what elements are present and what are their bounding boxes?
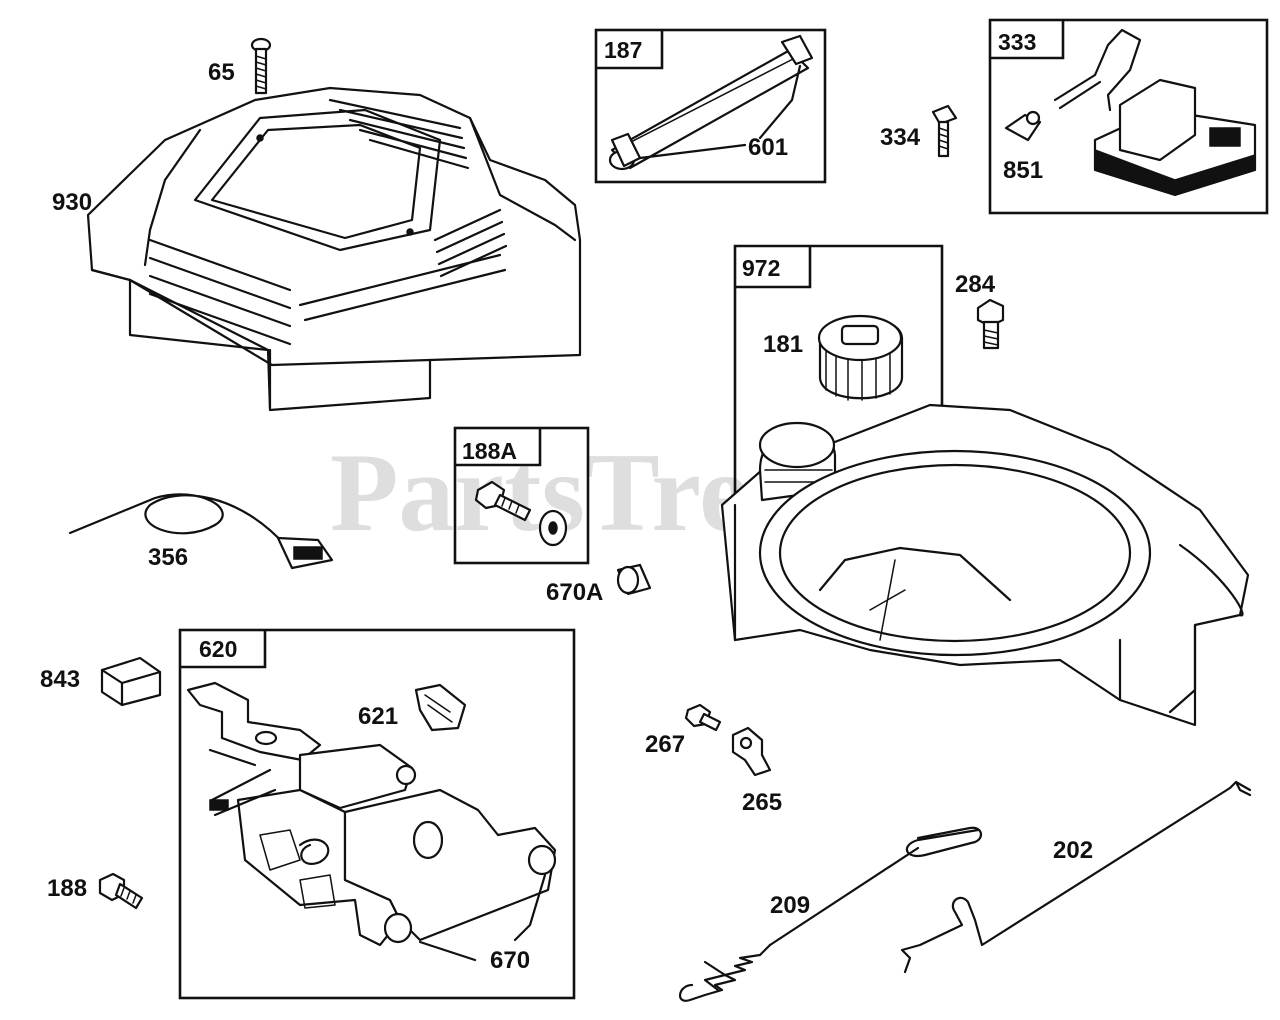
part-188A-bolt-and-washer[interactable] [474, 480, 568, 547]
box-label-972[interactable]: 972 [742, 255, 780, 281]
box-label-187[interactable]: 187 [604, 37, 642, 63]
callout-843[interactable]: 843 [40, 666, 80, 693]
part-333-armature[interactable] [1053, 28, 1257, 197]
box-188A [453, 426, 590, 565]
part-930-blower-housing[interactable] [86, 86, 582, 412]
callout-209[interactable]: 209 [770, 892, 810, 919]
box-label-333[interactable]: 333 [998, 29, 1036, 55]
part-670A-spacer[interactable] [616, 563, 652, 596]
part-65-screw[interactable] [250, 37, 272, 95]
part-972-fuel-tank-shroud[interactable] [720, 403, 1250, 727]
box-187 [594, 28, 827, 184]
part-620-control-bracket[interactable] [186, 681, 557, 947]
part-209-governor-spring[interactable] [679, 826, 983, 1002]
callout-284[interactable]: 284 [955, 271, 996, 298]
box-620 [178, 628, 576, 1000]
part-181-fuel-cap[interactable] [817, 314, 904, 401]
callout-670[interactable]: 670 [490, 947, 530, 974]
part-202-governor-link[interactable] [900, 780, 1252, 974]
part-188-bolt[interactable] [98, 872, 144, 910]
callout-601[interactable]: 601 [748, 134, 788, 161]
callout-265[interactable]: 265 [742, 789, 782, 816]
part-356-ground-wire[interactable] [68, 493, 334, 570]
callout-188[interactable]: 188 [47, 875, 87, 902]
leader-670 [418, 873, 547, 962]
part-851-connector[interactable] [1004, 110, 1042, 142]
box-972 [733, 244, 944, 500]
callout-65[interactable]: 65 [208, 59, 235, 86]
box-label-188A[interactable]: 188A [462, 438, 517, 464]
callout-851[interactable]: 851 [1003, 157, 1043, 184]
callout-356[interactable]: 356 [148, 544, 188, 571]
part-621-spring-clip[interactable] [414, 683, 467, 732]
part-334-screw[interactable] [931, 104, 958, 158]
callout-334[interactable]: 334 [880, 124, 921, 151]
part-267-screw[interactable] [684, 703, 722, 732]
part-284-bolt[interactable] [976, 298, 1005, 350]
callout-670A[interactable]: 670A [546, 579, 603, 606]
callout-267[interactable]: 267 [645, 731, 685, 758]
callout-181[interactable]: 181 [763, 331, 803, 358]
callout-930[interactable]: 930 [52, 189, 92, 216]
part-843-clip[interactable] [100, 656, 162, 707]
box-333 [988, 18, 1269, 215]
callout-621[interactable]: 621 [358, 703, 398, 730]
part-187-fuel-line[interactable] [608, 34, 814, 171]
callout-202[interactable]: 202 [1053, 837, 1093, 864]
box-label-620[interactable]: 620 [199, 636, 237, 662]
part-265-clamp[interactable] [731, 726, 772, 777]
